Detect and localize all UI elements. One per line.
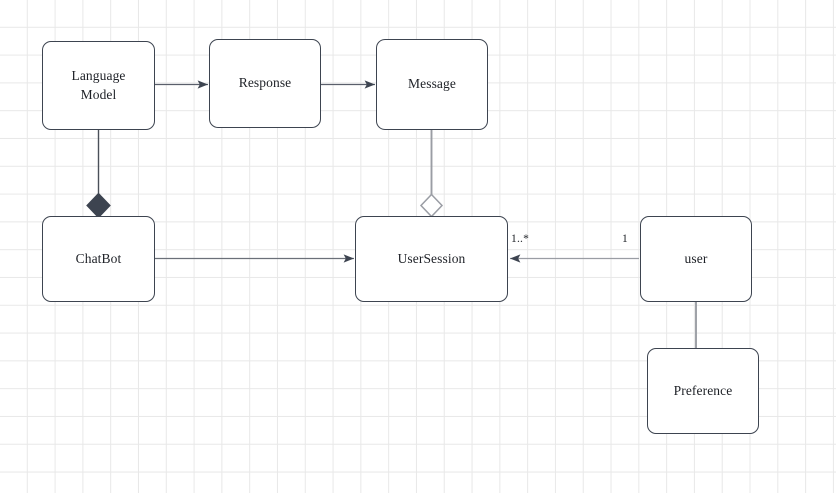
node-usersession[interactable]: UserSession [355,216,508,302]
node-user[interactable]: user [640,216,752,302]
node-language-model[interactable]: Language Model [42,41,155,130]
node-label-response: Response [238,75,292,91]
node-preference[interactable]: Preference [647,348,759,434]
node-chatbot[interactable]: ChatBot [42,216,155,302]
edge-language-model-chatbot [86,130,111,219]
node-label-preference: Preference [673,382,733,398]
node-label-message: Message [408,76,456,92]
node-label-chatbot: ChatBot [75,250,122,266]
node-label-language-model: Language Model [71,68,126,102]
node-message[interactable]: Message [376,39,488,130]
multiplicity-user-side: 1 [622,233,628,245]
composition-diamond-icon [86,192,111,219]
node-response[interactable]: Response [209,39,321,128]
multiplicity-usersession-side: 1..* [511,233,530,245]
node-label-user: user [684,250,708,266]
edge-message-usersession [419,130,444,218]
aggregation-diamond-icon [419,193,444,218]
node-label-usersession: UserSession [397,250,466,266]
